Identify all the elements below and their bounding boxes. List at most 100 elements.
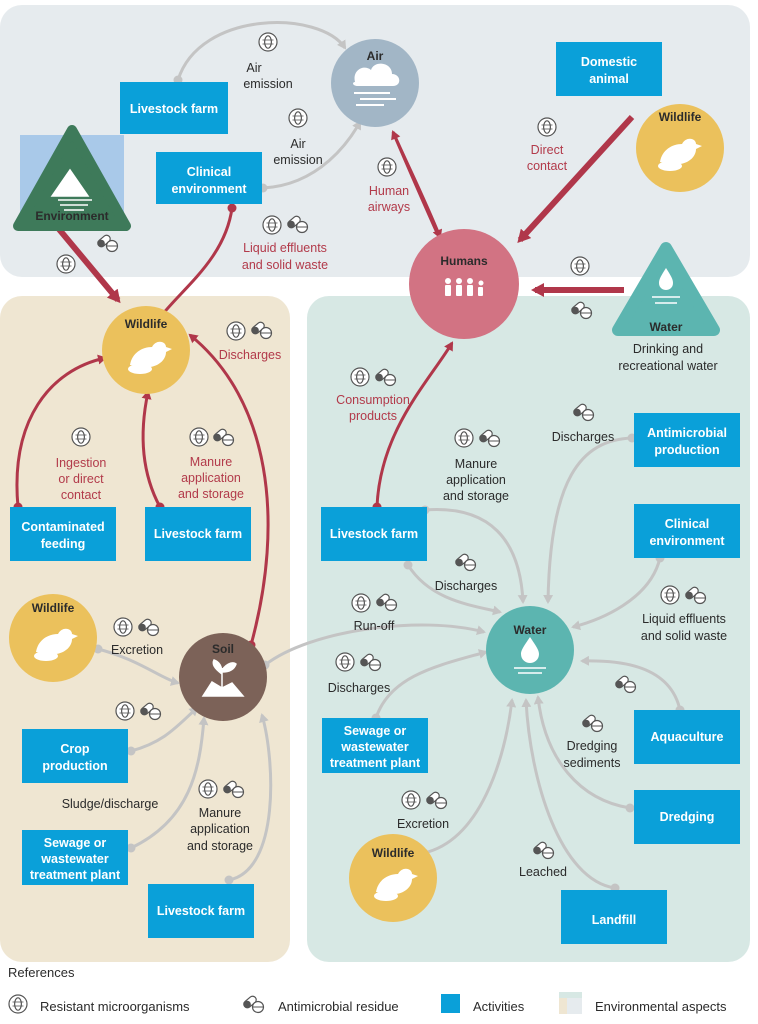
svg-text:Discharges: Discharges [328, 681, 391, 695]
svg-text:Discharges: Discharges [219, 348, 282, 362]
svg-text:treatment plant: treatment plant [30, 868, 121, 882]
wildlife-node-water: Wildlife [349, 834, 437, 922]
edge-labels: Air emission Air emission Human airways … [56, 61, 727, 879]
svg-text:Water: Water [650, 320, 683, 334]
svg-text:Domestic: Domestic [581, 55, 637, 69]
svg-text:Wildlife: Wildlife [372, 846, 415, 860]
water-triangle-node: Water [612, 242, 720, 336]
svg-text:Resistant microorganisms: Resistant microorganisms [40, 999, 190, 1014]
environment-node: Environment [13, 125, 131, 231]
svg-text:Sewage or: Sewage or [44, 836, 107, 850]
cloud-icon [353, 63, 400, 86]
svg-text:contact: contact [527, 159, 568, 173]
svg-text:animal: animal [589, 72, 629, 86]
svg-text:Manure: Manure [199, 806, 241, 820]
activity-domestic-animal: Domestic animal [556, 42, 662, 96]
wind-icon [354, 92, 396, 106]
activity-clinical-environment-air: Clinical environment [156, 152, 262, 204]
svg-text:Excretion: Excretion [397, 817, 449, 831]
svg-text:Livestock farm: Livestock farm [330, 527, 418, 541]
air-node: Air [331, 39, 419, 127]
activity-sewage-soil: Sewage or wastewater treatment plant [22, 830, 128, 885]
wildlife-node-soil: Wildlife [102, 306, 190, 394]
svg-text:Air: Air [246, 61, 261, 75]
svg-text:Consumption: Consumption [336, 393, 410, 407]
activity-landfill: Landfill [561, 890, 667, 944]
svg-text:Wildlife: Wildlife [125, 317, 168, 331]
svg-text:treatment plant: treatment plant [330, 756, 421, 770]
activity-sewage-water: Sewage or wastewater treatment plant [322, 718, 428, 773]
grey-arrows [97, 21, 682, 890]
wildlife-node-left: Wildlife [9, 594, 97, 682]
svg-text:Wildlife: Wildlife [32, 601, 75, 615]
svg-text:and solid waste: and solid waste [242, 258, 328, 272]
svg-text:and storage: and storage [187, 839, 253, 853]
svg-text:contact: contact [61, 488, 102, 502]
svg-text:Water: Water [514, 623, 547, 637]
svg-text:Antimicrobial: Antimicrobial [647, 426, 727, 440]
activity-livestock-farm-soil-bottom: Livestock farm [148, 884, 254, 938]
svg-text:wastewater: wastewater [40, 852, 109, 866]
svg-text:Contaminated: Contaminated [21, 520, 104, 534]
svg-text:Dredging: Dredging [567, 739, 618, 753]
legend: References Resistant microorganisms Anti… [8, 965, 727, 1014]
svg-text:Excretion: Excretion [111, 643, 163, 657]
svg-text:Livestock farm: Livestock farm [157, 904, 245, 918]
svg-text:emission: emission [273, 153, 322, 167]
svg-text:Run-off: Run-off [354, 619, 395, 633]
svg-text:production: production [654, 443, 719, 457]
svg-text:Crop: Crop [60, 742, 90, 756]
svg-text:application: application [190, 822, 250, 836]
soil-node: Soil [179, 633, 267, 721]
plant-icon [201, 659, 245, 697]
svg-text:emission: emission [243, 77, 292, 91]
activity-aquaculture: Aquaculture [634, 710, 740, 764]
svg-text:environment: environment [171, 182, 247, 196]
svg-text:Clinical: Clinical [187, 165, 231, 179]
red-arrows [15, 130, 454, 646]
drop-icon [659, 268, 673, 290]
svg-text:and storage: and storage [443, 489, 509, 503]
svg-text:recreational water: recreational water [618, 359, 717, 373]
svg-text:Human: Human [369, 184, 409, 198]
svg-text:Liquid effluents: Liquid effluents [642, 612, 726, 626]
resistant-microorganism-icon [8, 994, 28, 1014]
svg-text:Dredging: Dredging [660, 810, 715, 824]
svg-text:Clinical: Clinical [665, 517, 709, 531]
svg-text:Manure: Manure [190, 455, 232, 469]
svg-text:Discharges: Discharges [552, 430, 615, 444]
svg-text:application: application [446, 473, 506, 487]
people-icon [445, 278, 484, 296]
svg-text:Sewage or: Sewage or [344, 724, 407, 738]
svg-text:and solid waste: and solid waste [641, 629, 727, 643]
svg-text:sediments: sediments [564, 756, 621, 770]
activity-livestock-farm-soil: Livestock farm [145, 507, 251, 561]
svg-text:Leached: Leached [519, 865, 567, 879]
drop-icon [521, 637, 539, 663]
svg-text:application: application [181, 471, 241, 485]
svg-text:Wildlife: Wildlife [659, 110, 702, 124]
antimicrobial-residue-icon [241, 994, 265, 1014]
activity-livestock-farm-air: Livestock farm [120, 82, 228, 134]
activity-livestock-farm-water: Livestock farm [321, 507, 427, 561]
svg-text:and storage: and storage [178, 487, 244, 501]
water-node: Water [486, 606, 574, 694]
svg-text:wastewater: wastewater [340, 740, 409, 754]
svg-text:Livestock farm: Livestock farm [130, 102, 218, 116]
svg-text:Ingestion: Ingestion [56, 456, 107, 470]
svg-text:or direct: or direct [58, 472, 104, 486]
activity-dredging: Dredging [634, 790, 740, 844]
svg-text:environment: environment [649, 534, 725, 548]
svg-text:Environment: Environment [35, 209, 108, 223]
svg-text:production: production [42, 759, 107, 773]
svg-text:feeding: feeding [41, 537, 85, 551]
svg-text:Discharges: Discharges [435, 579, 498, 593]
svg-text:airways: airways [368, 200, 410, 214]
environmental-aspects-swatch [559, 992, 582, 1014]
activity-crop-production: Crop production [22, 729, 128, 783]
activities-swatch [441, 994, 460, 1013]
landscape-icon [50, 168, 92, 211]
humans-node: Humans [409, 229, 519, 339]
svg-text:Livestock farm: Livestock farm [154, 527, 242, 541]
